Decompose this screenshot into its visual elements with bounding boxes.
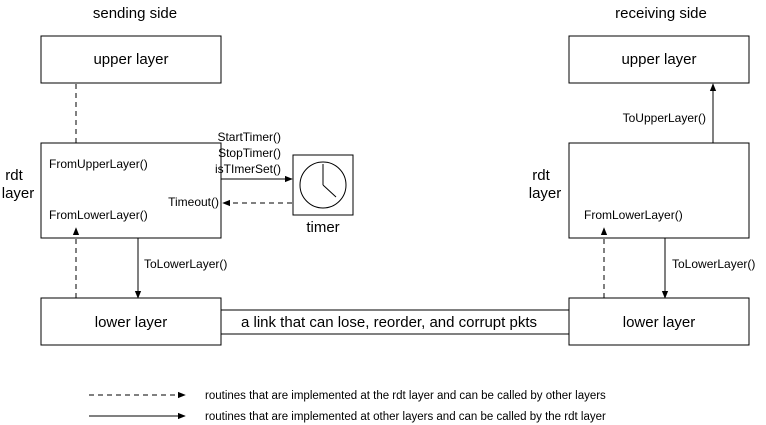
sender-to-lower-label: ToLowerLayer() — [144, 257, 227, 271]
receiver-lower-layer-box — [568, 297, 750, 346]
sender-lower-layer-box — [40, 297, 222, 346]
sender-from-upper-label: FromUpperLayer() — [49, 157, 148, 171]
receiver-lower-layer-label: lower layer — [623, 314, 696, 331]
sending-side-title: sending side — [93, 5, 177, 22]
start-timer-label: StartTimer() — [217, 130, 281, 144]
timeout-label: Timeout() — [168, 195, 219, 209]
stop-timer-label: StopTimer() — [218, 146, 281, 160]
receiver-rdt-box — [568, 142, 750, 239]
receiving-side-title: receiving side — [615, 5, 707, 22]
link-label: a link that can lose, reorder, and corru… — [241, 314, 537, 331]
sender-upper-layer-box — [40, 35, 222, 84]
receiver-to-upper-label: ToUpperLayer() — [623, 111, 706, 125]
legend-dashed-label: routines that are implemented at the rdt… — [205, 390, 606, 402]
timer-label: timer — [306, 219, 339, 236]
sender-rdt-box — [40, 142, 222, 239]
clock-icon — [299, 161, 347, 209]
sender-upper-layer-label: upper layer — [93, 51, 168, 68]
receiver-from-lower-label: FromLowerLayer() — [584, 208, 683, 222]
sender-from-lower-label: FromLowerLayer() — [49, 208, 148, 222]
receiver-upper-layer-box — [568, 35, 750, 84]
receiver-to-lower-label: ToLowerLayer() — [672, 257, 755, 271]
receiver-layer-label: layer — [529, 185, 562, 202]
legend-solid-label: routines that are implemented at other l… — [205, 411, 606, 423]
receiver-rdt-label: rdt — [532, 167, 550, 184]
sender-lower-layer-label: lower layer — [95, 314, 168, 331]
sender-layer-label: layer — [2, 185, 35, 202]
receiver-upper-layer-label: upper layer — [621, 51, 696, 68]
sender-rdt-label: rdt — [5, 167, 23, 184]
is-timer-set-label: isTImerSet() — [215, 162, 281, 176]
